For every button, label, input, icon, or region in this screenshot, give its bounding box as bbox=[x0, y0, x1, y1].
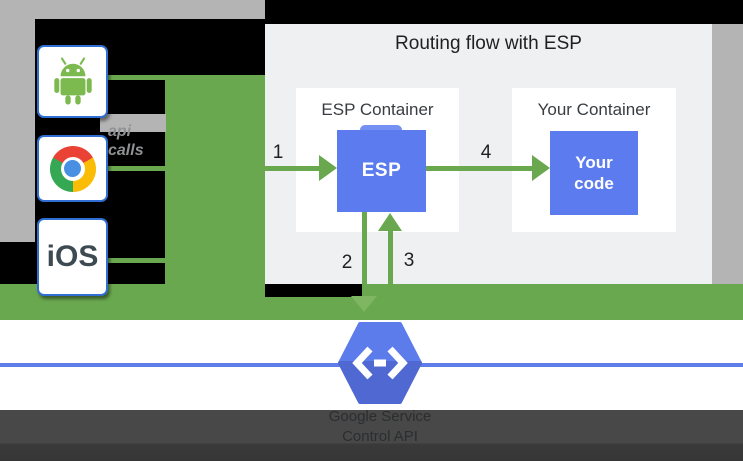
api-calls-line1: api bbox=[108, 123, 132, 140]
page-background-left bbox=[0, 0, 35, 242]
google-service-control-icon bbox=[338, 322, 422, 404]
esp-container-label: ESP Container bbox=[321, 100, 434, 119]
api-calls-background bbox=[100, 114, 166, 132]
ios-request-line bbox=[108, 258, 165, 263]
step-3-label: 3 bbox=[403, 250, 415, 271]
android-request-line bbox=[108, 75, 165, 80]
step-1-label: 1 bbox=[272, 142, 284, 163]
arrow-4-head bbox=[532, 155, 550, 181]
android-client-box bbox=[37, 45, 108, 118]
chrome-client-box bbox=[37, 135, 108, 202]
endpoints-glyph bbox=[352, 346, 408, 380]
arrow-2-head bbox=[351, 296, 377, 312]
diagram-title: Routing flow with ESP bbox=[395, 33, 582, 54]
arrow-2-line bbox=[362, 212, 367, 314]
ios-label: iOS bbox=[46, 240, 99, 273]
step-4-label: 4 bbox=[480, 142, 492, 163]
service-control-caption-line1: Google Service bbox=[328, 408, 432, 425]
api-calls-label: api calls bbox=[108, 122, 172, 160]
your-code-node: Your code bbox=[550, 131, 638, 215]
service-control-caption: Google Service Control API bbox=[295, 407, 465, 447]
android-icon bbox=[53, 56, 92, 105]
page-footer bbox=[0, 410, 743, 461]
your-container-label: Your Container bbox=[537, 100, 651, 119]
step-2-label: 2 bbox=[341, 252, 353, 273]
chrome-request-line bbox=[108, 166, 165, 171]
chrome-icon-center bbox=[64, 160, 81, 177]
page-background-band bbox=[0, 0, 265, 19]
api-calls-line2: calls bbox=[108, 142, 144, 159]
arrow-4-line bbox=[426, 166, 532, 171]
service-control-caption-line2: Control API bbox=[342, 428, 418, 445]
arrow-1-head bbox=[319, 155, 337, 181]
your-code-line2: code bbox=[574, 174, 614, 193]
esp-node-label: ESP bbox=[361, 160, 402, 181]
esp-node: ESP bbox=[337, 130, 426, 212]
ios-client-box: iOS bbox=[37, 218, 108, 296]
merged-request-bar bbox=[165, 75, 265, 285]
your-code-line1: Your bbox=[575, 153, 613, 172]
transparent-gap bbox=[265, 284, 362, 297]
arrow-1-line bbox=[264, 166, 319, 171]
chrome-icon bbox=[49, 145, 96, 192]
page-background-right bbox=[712, 24, 743, 284]
arrow-3-line bbox=[388, 230, 393, 285]
arrow-3-head bbox=[378, 213, 402, 231]
